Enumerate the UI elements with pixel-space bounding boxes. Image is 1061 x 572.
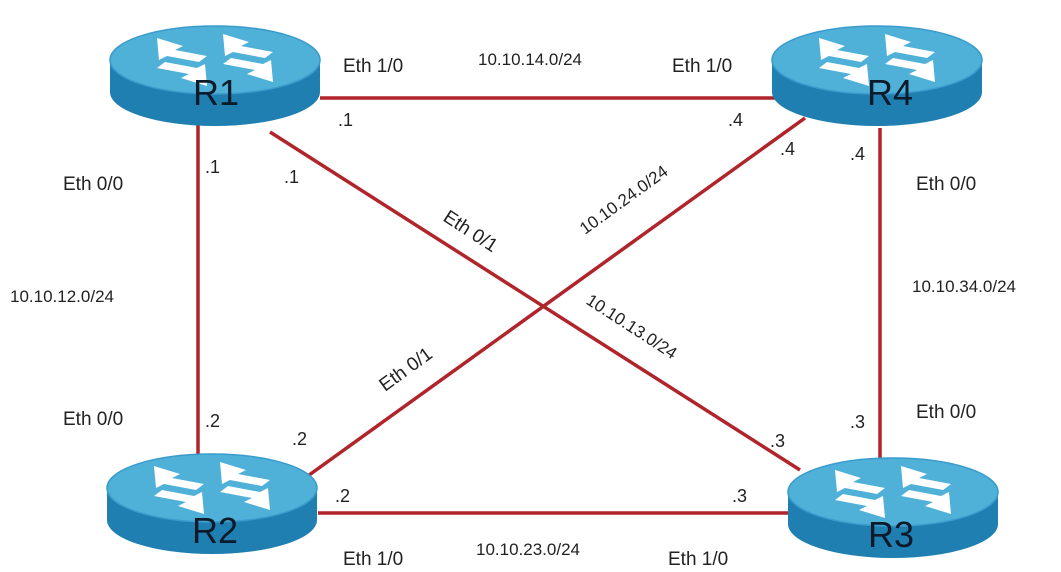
network-label: 10.10.12.0/24 (10, 287, 114, 306)
network-label: 10.10.14.0/24 (478, 50, 582, 69)
ip-label: .4 (728, 110, 743, 130)
interface-label: Eth 1/0 (672, 56, 732, 77)
interface-label: Eth 1/0 (668, 549, 728, 570)
router-r4[interactable]: R4 (771, 25, 983, 127)
router-r3[interactable]: R3 (787, 457, 999, 559)
link-r2-r4 (303, 116, 807, 480)
router-name: R2 (192, 510, 238, 551)
ip-label: .3 (850, 412, 865, 432)
router-r1[interactable]: R1 (109, 25, 321, 127)
ip-label: .4 (780, 139, 795, 159)
link-r1-r3 (269, 130, 801, 472)
interface-label: Eth 0/0 (63, 409, 123, 430)
ip-label: .1 (338, 110, 353, 130)
interface-label: Eth 1/0 (343, 56, 403, 77)
network-label: 10.10.24.0/24 (576, 162, 671, 238)
ip-label: .2 (335, 486, 350, 506)
router-name: R4 (867, 72, 913, 113)
network-label: 10.10.34.0/24 (912, 277, 1016, 296)
interface-label: Eth 0/0 (916, 402, 976, 423)
ip-label: .3 (732, 486, 747, 506)
network-label: 10.10.23.0/24 (476, 540, 580, 559)
ip-label: .2 (292, 429, 307, 449)
ip-label: .3 (770, 431, 785, 451)
interface-label: Eth 0/0 (63, 174, 123, 195)
router-name: R3 (868, 514, 914, 555)
ip-label: .1 (205, 157, 220, 177)
interface-label: Eth 0/0 (916, 174, 976, 195)
router-name: R1 (193, 72, 239, 113)
router-r2[interactable]: R2 (106, 453, 318, 555)
ip-label: .1 (284, 167, 299, 187)
network-label: 10.10.13.0/24 (583, 290, 681, 363)
interface-label: Eth 0/1 (439, 207, 501, 257)
ip-label: .4 (850, 144, 865, 164)
interface-label: Eth 1/0 (343, 549, 403, 570)
ip-label: .2 (205, 411, 220, 431)
